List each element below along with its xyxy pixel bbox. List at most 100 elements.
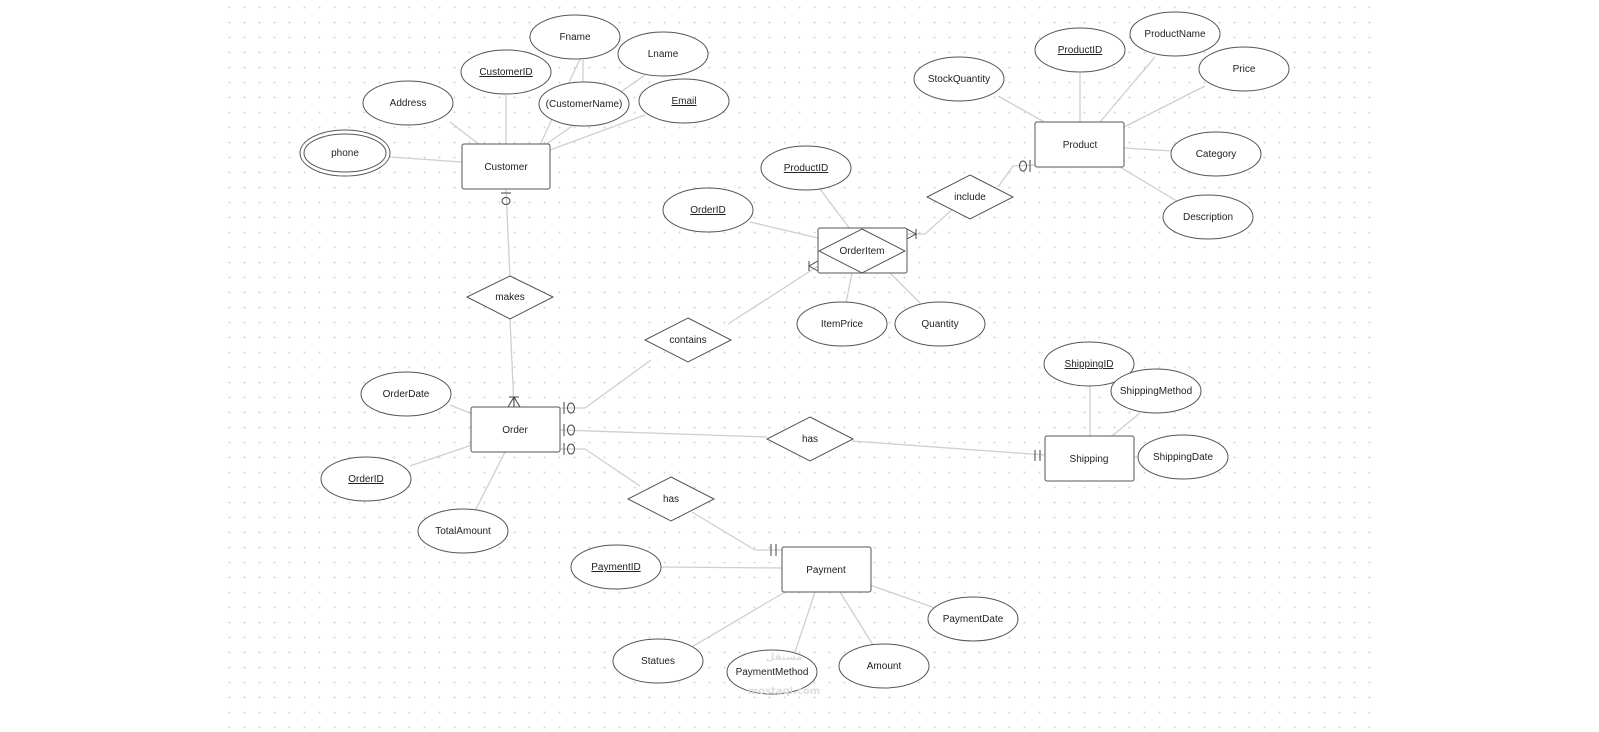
label-text: Price: [1233, 64, 1256, 75]
relationship-has-shipping: has: [765, 416, 855, 462]
label-text: Fname: [559, 32, 591, 43]
attribute-shipping-method: ShippingMethod: [1110, 368, 1202, 414]
attribute-product-id-key: ProductID: [760, 145, 852, 191]
label-text: Shipping: [1070, 454, 1109, 465]
payment-attributes: PaymentID PaymentDate Statues PaymentMet…: [570, 544, 1019, 695]
label-text: Quantity: [921, 319, 958, 330]
relationship-contains: contains: [643, 317, 733, 363]
label-text: Category: [1196, 149, 1237, 160]
label-text: OrderDate: [383, 389, 430, 400]
entity-product: Product: [1034, 121, 1125, 168]
label-text: Email: [671, 96, 696, 107]
cardinality-mark: [1019, 160, 1027, 172]
cardinality-mark: [567, 424, 575, 436]
label-text: Amount: [867, 661, 902, 672]
attribute-order-id-key: OrderID: [662, 187, 754, 233]
label-text: include: [954, 192, 986, 203]
relationship-include: include: [925, 174, 1015, 220]
attribute-amount: Amount: [838, 643, 930, 689]
label-text: StockQuantity: [928, 74, 990, 85]
label-text: Description: [1183, 212, 1233, 223]
entity-payment: Payment: [781, 546, 872, 593]
relationship-has-payment: has: [626, 476, 716, 522]
attribute-product-name: ProductName: [1129, 11, 1221, 57]
attribute-order-id-key: OrderID: [320, 456, 412, 502]
attribute-payment-id-key: PaymentID: [570, 544, 662, 590]
attribute-description: Description: [1162, 194, 1254, 240]
label-text: PaymentID: [591, 562, 640, 573]
label-text: has: [663, 494, 679, 505]
label-text: PaymentDate: [943, 614, 1004, 625]
customer-attributes: Fname Lname CustomerID Address (Customer…: [299, 14, 730, 177]
attribute-lname: Lname: [617, 31, 709, 77]
label-text: Address: [390, 98, 427, 109]
label-text: ItemPrice: [821, 319, 864, 330]
attribute-payment-date: PaymentDate: [927, 596, 1019, 642]
order-item-attributes: ProductID OrderID ItemPrice Quantity: [662, 145, 986, 347]
label-text: ShippingDate: [1153, 452, 1213, 463]
label-text: ProductID: [784, 163, 828, 174]
attribute-price: Price: [1198, 46, 1290, 92]
label-text: TotalAmount: [435, 526, 491, 537]
connector-lines: [389, 56, 1206, 653]
attribute-phone-multivalued: phone: [299, 129, 391, 177]
shipping-attributes: ShippingID ShippingMethod ShippingDate: [1043, 341, 1229, 480]
label-text: phone: [331, 148, 359, 159]
label-text: ProductName: [1144, 29, 1206, 40]
label-text: Product: [1063, 140, 1098, 151]
label-text: OrderItem: [839, 246, 884, 257]
entity-customer: Customer: [461, 143, 551, 190]
attribute-product-id-key: ProductID: [1034, 27, 1126, 73]
attribute-customer-name-composite: (CustomerName): [538, 81, 630, 127]
cardinality-mark: [513, 396, 521, 408]
label-text: Order: [502, 425, 528, 436]
cardinality-mark: [808, 260, 819, 267]
label-text: ShippingID: [1065, 359, 1114, 370]
label-text: CustomerID: [479, 67, 532, 78]
label-text: makes: [495, 292, 524, 303]
product-attributes: ProductID ProductName StockQuantity Pric…: [913, 11, 1290, 240]
cardinality-mark: [507, 396, 515, 408]
relationship-makes: makes: [465, 275, 555, 320]
label-text: ShippingMethod: [1120, 386, 1192, 397]
attribute-fname: Fname: [529, 14, 621, 60]
attribute-order-date: OrderDate: [360, 371, 452, 417]
label-text: has: [802, 434, 818, 445]
order-attributes: OrderDate OrderID TotalAmount: [320, 371, 509, 554]
relationships: include makes contains has has: [465, 174, 1015, 522]
label-text: mostaql.com: [748, 686, 820, 697]
attribute-address: Address: [362, 80, 454, 126]
label-text: مستقل: [766, 652, 803, 663]
cardinality-mark: [808, 265, 819, 272]
attribute-shipping-date: ShippingDate: [1137, 434, 1229, 480]
cardinality-mark: [501, 197, 511, 205]
cardinality-mark: [906, 228, 917, 235]
label-text: Lname: [648, 49, 679, 60]
attribute-total-amount: TotalAmount: [417, 508, 509, 554]
attribute-statues: Statues: [612, 638, 704, 684]
label-text: OrderID: [690, 205, 726, 216]
attribute-email: Email: [638, 78, 730, 124]
cardinality-marks: [501, 160, 1041, 556]
label-text: Payment: [806, 565, 846, 576]
watermark-logo: مستقل mostaql.com: [748, 652, 820, 697]
entity-order-item-associative: OrderItem: [817, 227, 908, 274]
attribute-quantity: Quantity: [894, 301, 986, 347]
label-text: Statues: [641, 656, 675, 667]
attribute-customer-id-key: CustomerID: [460, 49, 552, 95]
label-text: PaymentMethod: [736, 667, 809, 678]
label-text: OrderID: [348, 474, 384, 485]
attribute-shipping-id-key: ShippingID: [1043, 341, 1135, 387]
label-text: Customer: [484, 162, 528, 173]
attribute-category: Category: [1170, 131, 1262, 177]
entity-shipping: Shipping: [1044, 435, 1135, 482]
entity-order: Order: [470, 406, 561, 453]
cardinality-mark: [567, 402, 575, 414]
entities: Customer Product OrderItem Order Shippin…: [461, 121, 1135, 593]
attribute-stock-quantity: StockQuantity: [913, 56, 1005, 102]
label-text: ProductID: [1058, 45, 1102, 56]
cardinality-mark: [567, 443, 575, 455]
attribute-payment-method: PaymentMethod: [726, 649, 818, 695]
cardinality-mark: [906, 233, 917, 240]
